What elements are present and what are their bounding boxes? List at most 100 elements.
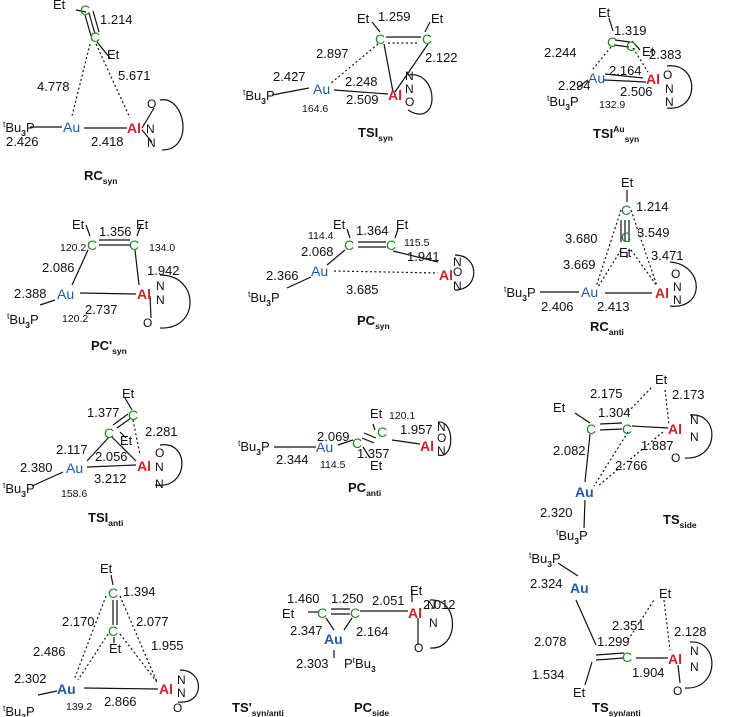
nitrogen-atom: N <box>690 644 699 658</box>
panel-rc-anti: Et 1.214 C C Et 3.680 3.549 3.669 3.471 … <box>504 175 697 337</box>
au-al-distance: 3.685 <box>346 282 379 297</box>
svg-text:tBu3P: tBu3P <box>547 93 579 112</box>
svg-text:tBu3P: tBu3P <box>504 284 536 303</box>
panel-tsi-anti: Et 1.377 C C Et 2.281 2.117 2.056 2.380 … <box>3 386 183 528</box>
al-c-distance: 1.957 <box>400 422 433 437</box>
carbon-atom: C <box>104 425 114 441</box>
aluminum-atom: Al <box>646 71 660 87</box>
nitrogen-atom: N <box>156 293 165 307</box>
al-c-distance: 1.887 <box>641 438 674 453</box>
cc-bond: 1.394 <box>123 584 156 599</box>
carbon-atom: C <box>352 435 362 451</box>
au-p-distance: 2.366 <box>266 268 299 283</box>
au-p-distance: 2.344 <box>276 452 309 467</box>
nitrogen-atom: N <box>147 136 156 150</box>
cc-bond: 1.214 <box>636 199 669 214</box>
gold-atom: Au <box>66 460 83 476</box>
nitrogen-atom: N <box>437 444 446 458</box>
a2-distance: 2.077 <box>136 614 169 629</box>
au-p-distance: 2.294 <box>558 78 591 93</box>
carbon-atom: C <box>626 38 636 54</box>
carbon-atom: C <box>586 421 596 437</box>
a1-distance: 2.170 <box>62 614 95 629</box>
et-label: Et <box>370 458 383 473</box>
cc-bond: 1.356 <box>99 224 132 239</box>
nitrogen-atom: N <box>177 686 186 700</box>
nitrogen-atom: N <box>405 82 414 96</box>
au-c-distance: 2.897 <box>316 46 349 61</box>
cc-bond: 1.357 <box>357 446 390 461</box>
au-al-distance: 2.509 <box>346 92 379 107</box>
au-p-distance: 2.302 <box>14 671 47 686</box>
al-c-distance: 2.122 <box>425 50 458 65</box>
nitrogen-atom: N <box>665 82 674 96</box>
au-p-distance: 2.324 <box>530 576 563 591</box>
panel-ts-side: Et 2.175 2.173 Et 1.304 C C Al N N O 1.8… <box>540 372 713 546</box>
al-c-distance: 2.164 <box>356 624 389 639</box>
angle-label: 115.5 <box>404 237 430 249</box>
nitrogen-atom: N <box>453 279 462 293</box>
gold-atom: Au <box>57 681 76 697</box>
et-label: Et <box>642 44 655 59</box>
angle-label: 158.6 <box>61 488 87 500</box>
structure-title: RCsyn <box>84 168 117 186</box>
et-label: Et <box>370 406 383 421</box>
angle-label: 114.5 <box>320 459 346 471</box>
oxygen-atom: O <box>143 316 152 330</box>
et-label: Et <box>573 685 586 700</box>
carbon-atom: C <box>621 202 631 218</box>
au-al-distance: 2.413 <box>597 299 630 314</box>
structure-title: PCside <box>354 700 389 717</box>
structure-title: PC'syn <box>91 338 127 356</box>
au-p-distance: 2.303 <box>296 656 329 671</box>
nitrogen-atom: N <box>665 95 674 109</box>
carbon-atom: C <box>128 407 138 423</box>
et-label: Et <box>619 245 632 260</box>
al-c-distance: 2.383 <box>649 47 682 62</box>
structure-title: RCanti <box>590 319 624 337</box>
gold-atom: Au <box>63 119 80 135</box>
nitrogen-atom: N <box>156 279 165 293</box>
structure-title: TSIanti <box>88 510 123 528</box>
carbon-atom: C <box>87 237 97 253</box>
svg-text:tBu3P: tBu3P <box>243 87 275 106</box>
nitrogen-atom: N <box>453 255 462 269</box>
carbon-atom: C <box>386 237 396 253</box>
nitrogen-atom: N <box>673 293 682 307</box>
carbon-atom: C <box>422 31 432 47</box>
svg-text:tBu3P: tBu3P <box>248 289 280 308</box>
a2-distance: 3.549 <box>637 225 670 240</box>
carbon-atom: C <box>80 2 90 18</box>
aluminum-atom: Al <box>159 681 173 697</box>
al-c-distance: 2.281 <box>145 424 178 439</box>
c-et-distance: 1.460 <box>287 591 320 606</box>
nitrogen-atom: N <box>146 122 155 136</box>
cc-bond: 1.364 <box>356 223 389 238</box>
a4-distance: 1.955 <box>151 638 184 653</box>
oxygen-atom: O <box>155 446 164 460</box>
panel-rc-syn: Et 1.214 C C Et 4.778 5.671 tBu3P Au Al … <box>3 0 184 186</box>
al-c-distance: 1.904 <box>632 665 665 680</box>
et-label: Et <box>598 5 611 20</box>
nitrogen-atom: N <box>155 477 164 491</box>
a3-distance: 2.486 <box>33 644 66 659</box>
et-label: Et <box>357 11 370 26</box>
carbon-atom: C <box>90 29 100 45</box>
au-al-distance: 2.418 <box>91 134 124 149</box>
aluminum-atom: Al <box>388 87 402 103</box>
oxygen-atom: O <box>673 684 682 698</box>
a1-distance: 3.680 <box>565 231 598 246</box>
aluminum-atom: Al <box>668 651 682 667</box>
et-label: Et <box>53 0 66 12</box>
panel-ts-prime-syn-anti: Et 1.394 C C Et 2.170 2.077 2.486 1.955 … <box>3 561 200 717</box>
au-al-distance: 2.506 <box>620 84 653 99</box>
au-c-distance: 2.086 <box>42 260 75 275</box>
panel-pc-prime-syn: Et Et 1.356 120.2 C C 134.0 2.086 1.942 … <box>7 217 191 356</box>
carbon-atom: C <box>622 649 632 665</box>
svg-text:PtBu3: PtBu3 <box>344 655 376 674</box>
au-p-distance: 2.426 <box>6 134 39 149</box>
gold-atom: Au <box>313 81 330 97</box>
angle-label: 139.2 <box>66 701 92 713</box>
au-p-distance: 2.427 <box>273 69 306 84</box>
et-label: Et <box>659 586 672 601</box>
